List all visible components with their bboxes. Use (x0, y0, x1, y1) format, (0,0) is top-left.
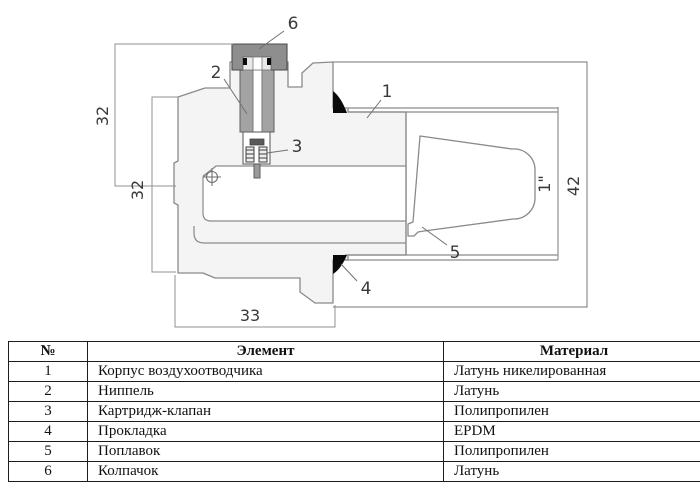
table-header-row: № Элемент Материал (8, 341, 700, 362)
crosshair-icon (202, 165, 221, 186)
air-vent-valve-section-view: 32 32 33 42 1" 6 2 3 1 5 4 (93, 14, 588, 328)
header-material: Материал (443, 341, 700, 362)
body-internal-lines (193, 107, 558, 261)
cell-material: Латунь никелированная (443, 361, 700, 382)
table-row: 5 Поплавок Полипропилен (8, 441, 700, 462)
table-row: 2 Ниппель Латунь (8, 381, 700, 402)
callout-3: 3 (292, 137, 303, 157)
cell-num: 4 (8, 421, 88, 442)
cell-num: 2 (8, 381, 88, 402)
dimension-lines (114, 43, 336, 328)
dim-thread-1in: 1" (535, 175, 554, 193)
cell-material: Латунь (443, 381, 700, 402)
cell-material: Полипропилен (443, 441, 700, 462)
cell-num: 3 (8, 401, 88, 422)
cell-element: Колпачок (87, 461, 444, 482)
table-row: 1 Корпус воздухоотводчика Латунь никелир… (8, 361, 700, 382)
float-outline (407, 135, 536, 237)
cell-num: 5 (8, 441, 88, 462)
gasket-top (333, 91, 347, 113)
cartridge-valve (242, 131, 271, 179)
cell-material: Латунь (443, 461, 700, 482)
header-num: № (8, 341, 88, 362)
technical-drawing: 32 32 33 42 1" 6 2 3 1 5 4 (93, 14, 588, 328)
cell-element: Ниппель (87, 381, 444, 402)
dim-32-upper: 32 (93, 106, 112, 126)
callout-5: 5 (450, 243, 461, 263)
inner-cavity (202, 165, 407, 222)
cap-seal-left (243, 58, 247, 65)
dim-32-lower-bracket (151, 96, 178, 273)
table-row: 3 Картридж-клапан Полипропилен (8, 401, 700, 422)
dim-33-bracket (174, 275, 336, 328)
cell-material: Полипропилен (443, 401, 700, 422)
cell-material: EPDM (443, 421, 700, 442)
callout-6: 6 (288, 14, 299, 34)
callout-4: 4 (361, 279, 372, 299)
header-element: Элемент (87, 341, 444, 362)
cartridge-spring (245, 146, 268, 163)
cell-element: Корпус воздухоотводчика (87, 361, 444, 382)
dim-42: 42 (564, 176, 583, 196)
cell-element: Прокладка (87, 421, 444, 442)
materials-table: № Элемент Материал 1 Корпус воздухоотвод… (8, 341, 700, 482)
cell-num: 6 (8, 461, 88, 482)
cell-element: Картридж-клапан (87, 401, 444, 422)
dim-33: 33 (240, 306, 260, 325)
cartridge-pin (253, 163, 261, 179)
dim-32-upper-bracket (114, 43, 233, 187)
callout-leaders (223, 30, 448, 282)
table-row: 6 Колпачок Латунь (8, 461, 700, 482)
gasket-bottom (333, 255, 347, 274)
cell-element: Поплавок (87, 441, 444, 462)
cell-num: 1 (8, 361, 88, 382)
callout-2: 2 (211, 63, 222, 83)
cap (231, 43, 288, 71)
right-extent-lines (333, 61, 588, 308)
callout-1: 1 (382, 82, 393, 102)
cavity-outline (202, 165, 407, 222)
cap-seal-right (267, 58, 271, 65)
dim-32-lower: 32 (128, 180, 147, 200)
table-row: 4 Прокладка EPDM (8, 421, 700, 442)
